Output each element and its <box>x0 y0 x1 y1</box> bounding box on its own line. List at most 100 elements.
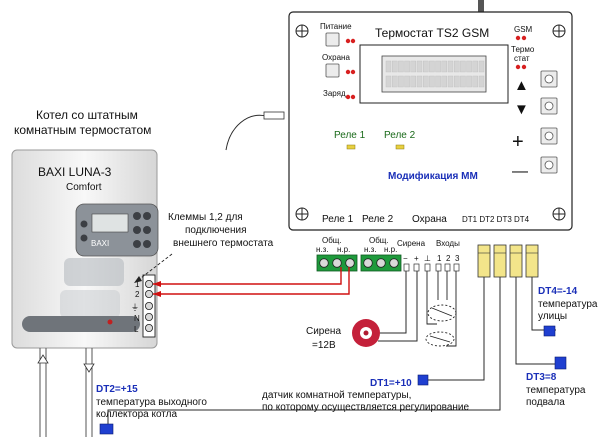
relay1-led <box>346 144 356 150</box>
bottom-label-relay2: Реле 2 <box>362 214 394 225</box>
thermo-led <box>515 64 521 70</box>
lcd-cell <box>447 75 454 88</box>
label-thermo: Термо <box>511 45 535 54</box>
lcd-cell <box>472 60 478 73</box>
lcd-cell <box>385 60 392 73</box>
siren-label-2: =12В <box>312 340 336 351</box>
terminal-nr2: н.р. <box>384 245 397 254</box>
power-led <box>345 38 351 44</box>
red-wire-1 <box>153 267 342 285</box>
dt3-wire <box>515 277 556 365</box>
terminal-screw[interactable] <box>319 258 329 268</box>
boiler-pipes <box>39 348 93 437</box>
boiler-brand: BAXI LUNA-3 <box>38 165 112 179</box>
lcd-cell <box>429 75 435 88</box>
lcd-cell <box>447 60 454 73</box>
lcd-cell <box>416 75 423 88</box>
charge-led <box>345 94 351 100</box>
terminal-common1: Общ. <box>322 236 342 245</box>
boiler-caption-2: комнатным термостатом <box>14 123 151 137</box>
terminal-nz2: н.з. <box>364 245 377 254</box>
boiler-terminal-2[interactable] <box>144 289 153 298</box>
down-arrow-icon: ▼ <box>514 101 529 118</box>
pin-plus: + <box>414 254 419 263</box>
red-wire-arrow-icon <box>153 291 161 297</box>
label-charge: Заряд <box>323 89 346 98</box>
terminal-screw[interactable] <box>332 258 342 268</box>
guard-led <box>350 69 356 75</box>
gsm-led <box>521 35 527 41</box>
lcd-cell <box>460 75 466 88</box>
flow-arrow-up-icon <box>37 354 49 364</box>
boiler-model: Comfort <box>66 182 102 193</box>
lcd-cell <box>441 60 447 73</box>
boiler-terminal-ground[interactable] <box>144 301 153 310</box>
lcd-cell <box>441 75 447 88</box>
terminal-screw[interactable] <box>363 258 373 268</box>
terminal-area: Общ. н.з. н.р. Общ. н.з. н.р. Сирена Вхо… <box>316 236 539 278</box>
lcd-cell <box>478 60 485 73</box>
terminal-screw[interactable] <box>376 258 386 268</box>
pin-in1: 1 <box>437 254 442 263</box>
boiler: Котел со штатным комнатным термостатом B… <box>11 108 159 437</box>
dt4-desc-2: улицы <box>538 311 567 322</box>
boiler-terminal-1[interactable] <box>144 279 153 288</box>
terminal-screw[interactable] <box>389 258 399 268</box>
lcd-cell <box>466 75 472 88</box>
siren-device <box>352 319 380 347</box>
terminal-nr1: н.р. <box>337 245 350 254</box>
dt3-plug <box>509 244 523 278</box>
boiler-terminal-label-1: 1 <box>135 280 140 289</box>
lcd-cell <box>423 60 429 73</box>
lcd-cell <box>404 60 410 73</box>
boiler-terminal-n[interactable] <box>144 312 153 321</box>
lcd-cell <box>454 75 460 88</box>
ground-icon: ⏚ <box>131 303 139 312</box>
boiler-ghost-panel <box>64 258 124 286</box>
dt3-desc-1: температура <box>526 385 586 396</box>
dt4-sensor <box>543 325 556 337</box>
callout-pointer <box>136 253 173 282</box>
usb-cable <box>225 114 267 151</box>
dt2-sensor <box>99 423 114 435</box>
dt2-value: DT2=+15 <box>96 384 138 395</box>
label-gsm: GSM <box>514 25 533 34</box>
plus-icon: + <box>512 131 524 153</box>
up-button-cap <box>544 74 554 84</box>
terminal-inputs: Входы <box>436 239 460 248</box>
boiler-terminal-l[interactable] <box>144 323 153 332</box>
boiler-terminal-strip: 1 2 ⏚ N L <box>131 274 156 338</box>
dt2-plug <box>493 244 507 278</box>
lcd-cell <box>429 60 435 73</box>
thermo-led <box>521 64 527 70</box>
charge-led <box>350 94 356 100</box>
lcd-cell <box>466 60 472 73</box>
lcd-cell <box>410 60 416 73</box>
minus-button-cap <box>544 160 554 170</box>
boiler-terminal-label-l: L <box>134 325 139 334</box>
terminal-screw[interactable] <box>345 258 355 268</box>
pin-in2: 2 <box>446 254 451 263</box>
lcd-cell <box>435 60 441 73</box>
up-arrow-icon: ▲ <box>514 77 529 94</box>
power-button[interactable] <box>325 32 340 47</box>
dt2-wire <box>107 277 501 427</box>
dt3-value: DT3=8 <box>526 372 557 383</box>
boiler-terminal-label-n: N <box>134 314 140 323</box>
dt3-sensor <box>554 356 567 370</box>
lcd-cell <box>410 75 416 88</box>
bottom-label-guard: Охрана <box>412 214 447 225</box>
dt1-wire <box>428 277 485 381</box>
boiler-bottom-bar <box>22 316 140 332</box>
bottom-label-dt: DT1 DT2 DT3 DT4 <box>462 215 530 224</box>
dt1-desc-1: датчик комнатной температуры, <box>262 390 411 401</box>
boiler-terminal-label-2: 2 <box>135 290 140 299</box>
label-guard: Охрана <box>322 53 350 62</box>
terminal-common2: Общ. <box>369 236 389 245</box>
mount-screw-icon <box>295 24 566 221</box>
boiler-panel-display <box>91 213 129 233</box>
lcd-cell <box>454 60 460 73</box>
boiler-indicator <box>107 319 113 325</box>
guard-button[interactable] <box>325 63 340 78</box>
